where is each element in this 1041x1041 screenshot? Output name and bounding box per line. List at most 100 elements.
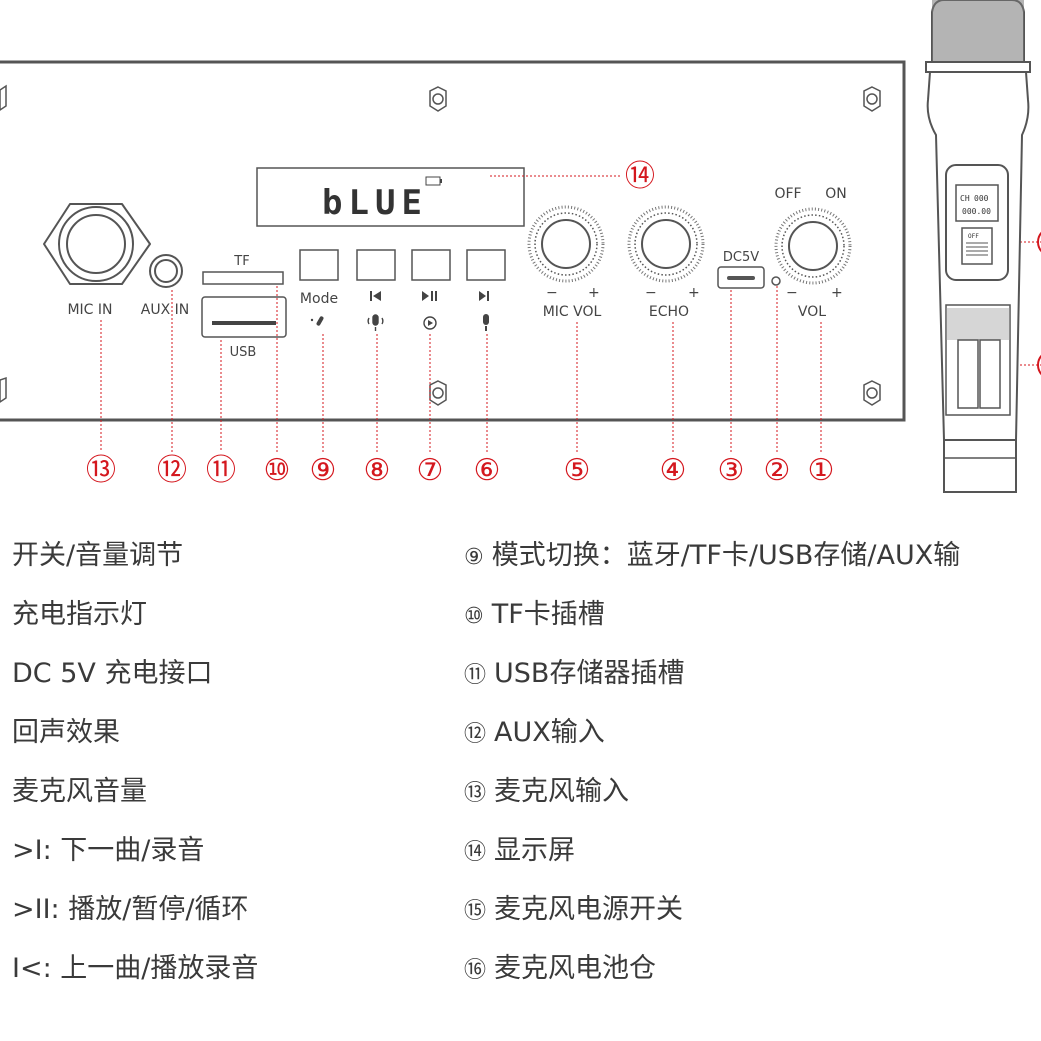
legend-item: 回声效果 xyxy=(12,710,120,749)
legend-item: >I: 下一曲/录音 xyxy=(12,828,204,867)
display-text: bLUE xyxy=(322,183,428,223)
play-pause-button[interactable] xyxy=(411,249,451,281)
legend-item: 充电指示灯 xyxy=(12,592,147,631)
callout-3: ③ xyxy=(718,453,745,488)
control-panel-diagram: MIC IN AUX IN bLUE TF USB Mode xyxy=(0,0,1041,493)
callout-11: ⑪ xyxy=(206,453,236,488)
legend-text: 模式切换：蓝牙/TF卡/USB存储/AUX输 xyxy=(491,540,961,571)
legend-number: ⑩ xyxy=(464,604,484,629)
callout-7: ⑦ xyxy=(417,453,444,488)
plus-label: + xyxy=(688,285,700,301)
legend-text: 麦克风电源开关 xyxy=(494,894,684,925)
legend-text: I<: 上一曲/播放录音 xyxy=(12,953,259,984)
callout-markers: ⑬ ⑫ ⑪ ⑩ ⑨ ⑧ ⑦ ⑥ ⑤ ④ ③ ② ① ⑭ xyxy=(86,159,834,488)
callout-14: ⑭ xyxy=(625,159,655,194)
callout-8: ⑧ xyxy=(364,453,391,488)
vol-label: VOL xyxy=(798,304,826,320)
legend-text: 开关/音量调节 xyxy=(12,540,184,571)
mic-playback-icon xyxy=(367,314,384,331)
callout-5: ⑤ xyxy=(564,453,591,488)
svg-text:OFF: OFF xyxy=(968,233,979,240)
usb-label: USB xyxy=(230,345,257,360)
mode-label: Mode xyxy=(300,291,338,307)
mic-vol-knob[interactable] xyxy=(527,205,605,283)
mic-in-jack[interactable] xyxy=(43,203,151,285)
dc5v-port[interactable] xyxy=(717,266,765,289)
legend-text: 麦克风音量 xyxy=(12,776,147,807)
legend-item: ⑨ 模式切换：蓝牙/TF卡/USB存储/AUX输 xyxy=(464,533,960,572)
legend-text: AUX输入 xyxy=(494,717,605,748)
minus-label: − xyxy=(645,285,657,301)
mic-vol-label: MIC VOL xyxy=(543,304,602,320)
svg-text:000: 000 xyxy=(974,194,989,203)
play-pause-icon xyxy=(422,291,437,301)
aux-in-jack[interactable] xyxy=(149,254,183,288)
mode-button[interactable] xyxy=(299,249,339,281)
legend-text: USB存储器插槽 xyxy=(494,658,685,689)
echo-label: ECHO xyxy=(649,304,689,320)
legend-number: ⑫ xyxy=(464,722,487,747)
legend-text: >II: 播放/暂停/循环 xyxy=(12,894,249,925)
mic-in-label: MIC IN xyxy=(67,302,112,318)
legend-item: 麦克风音量 xyxy=(12,769,147,808)
legend-item: >II: 播放/暂停/循环 xyxy=(12,887,248,926)
callout-1: ① xyxy=(808,453,835,488)
off-label: OFF xyxy=(774,186,801,202)
microphone-icon xyxy=(310,316,324,326)
callout-13: ⑬ xyxy=(86,453,116,488)
legend-item: I<: 上一曲/播放录音 xyxy=(12,946,258,985)
mic-switch-lines xyxy=(966,242,988,256)
callout-12: ⑫ xyxy=(157,453,187,488)
dc5v-label: DC5V xyxy=(723,250,759,265)
legend-item: ⑩ TF卡插槽 xyxy=(464,592,605,631)
minus-label: − xyxy=(786,285,798,301)
tf-label: TF xyxy=(233,254,249,269)
panel-outline xyxy=(0,60,906,422)
legend-number: ⑪ xyxy=(464,663,487,688)
prev-button[interactable] xyxy=(356,249,396,281)
legend-number: ⑬ xyxy=(464,781,487,806)
legend-item: 开关/音量调节 xyxy=(12,533,183,572)
legend-text: >I: 下一曲/录音 xyxy=(12,835,205,866)
tf-card-slot[interactable] xyxy=(202,271,284,285)
on-label: ON xyxy=(825,186,847,202)
vol-knob[interactable] xyxy=(774,207,852,285)
usb-slot[interactable] xyxy=(201,296,287,338)
echo-knob[interactable] xyxy=(627,205,705,283)
legend-item: ⑪ USB存储器插槽 xyxy=(464,651,684,690)
mic-screen: CH 000 000.00 OFF xyxy=(960,194,991,240)
legend-item: ⑫ AUX输入 xyxy=(464,710,605,749)
charge-indicator xyxy=(771,276,781,286)
callout-4: ④ xyxy=(660,453,687,488)
next-track-icon xyxy=(479,291,489,301)
legend-number: ⑯ xyxy=(464,958,487,983)
callout-9: ⑨ xyxy=(310,453,337,488)
minus-label: − xyxy=(546,285,558,301)
callout-10: ⑩ xyxy=(264,453,291,488)
callout-2: ② xyxy=(764,453,791,488)
screw xyxy=(0,84,881,406)
legend-number: ⑭ xyxy=(464,840,487,865)
display-screen xyxy=(256,167,525,227)
callout-partial xyxy=(1037,231,1041,376)
microphone-illustration xyxy=(925,0,1031,493)
legend-text: DC 5V 充电接口 xyxy=(12,658,213,689)
legend-item: ⑬ 麦克风输入 xyxy=(464,769,629,808)
legend-text: 充电指示灯 xyxy=(12,599,147,630)
legend-text: TF卡插槽 xyxy=(491,599,605,630)
plus-label: + xyxy=(588,285,600,301)
legend-text: 麦克风电池仓 xyxy=(494,953,657,984)
plus-label: + xyxy=(831,285,843,301)
svg-text:CH: CH xyxy=(960,194,970,203)
record-icon xyxy=(483,314,489,331)
battery-icon xyxy=(425,176,441,186)
next-button[interactable] xyxy=(466,249,506,281)
prev-track-icon xyxy=(370,291,381,301)
aux-in-label: AUX IN xyxy=(141,302,189,318)
loop-icon xyxy=(423,316,437,330)
legend-number: ⑨ xyxy=(464,545,484,570)
legend-text: 麦克风输入 xyxy=(494,776,630,807)
legend-item: DC 5V 充电接口 xyxy=(12,651,212,690)
